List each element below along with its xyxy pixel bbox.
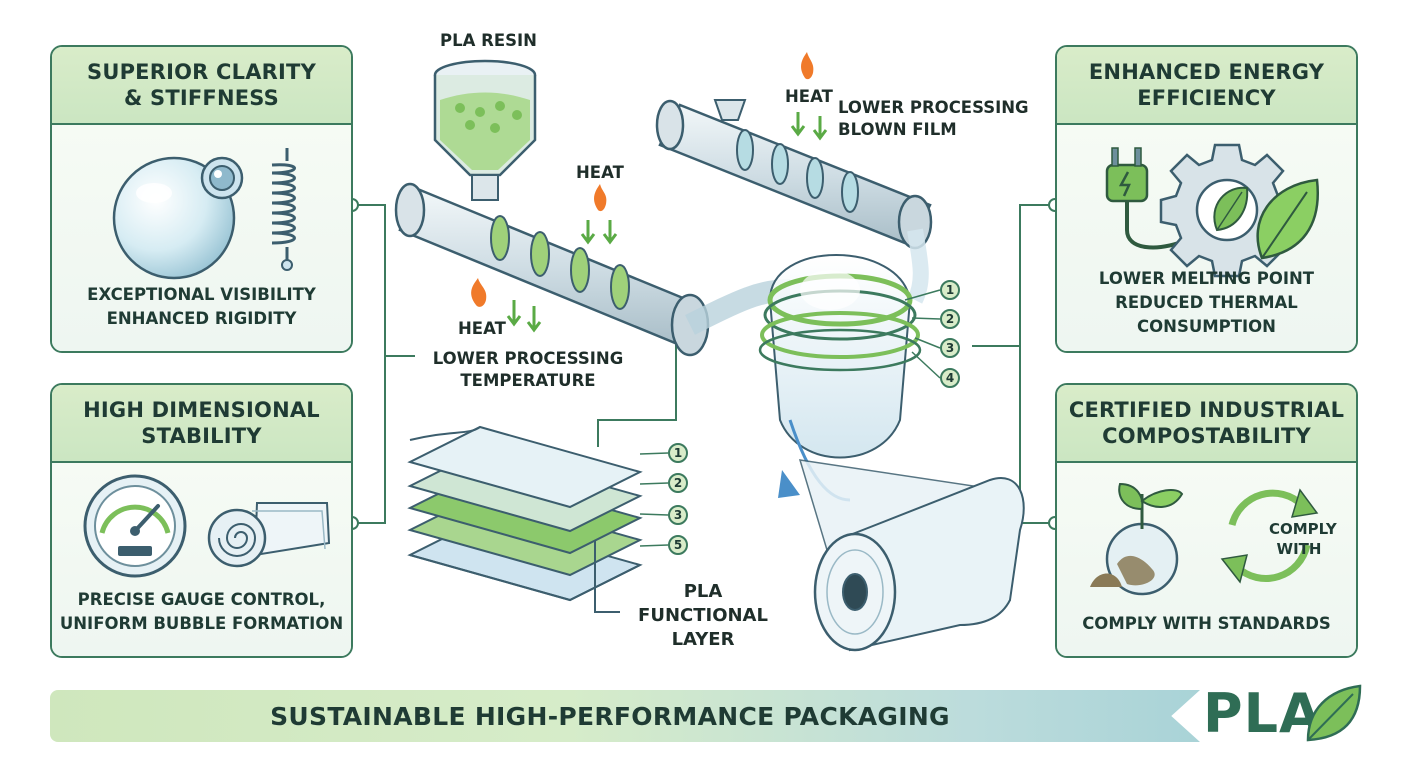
temperature-label: LOWER PROCESSING TEMPERATURE [432, 349, 624, 390]
bubble-callout-1: 1 [940, 280, 960, 300]
sprout-globe-icon [1090, 482, 1184, 596]
panel-stability-title: HIGH DIMENSIONAL STABILITY [83, 398, 320, 448]
brand-logo-text: PLA [1203, 682, 1322, 745]
heat-label-3: HEAT [785, 87, 833, 106]
panel-clarity: SUPERIOR CLARITY & STIFFNESS EXCEPTIONAL… [50, 45, 353, 353]
flame-arrows-2 [471, 278, 542, 333]
heat-label-2: HEAT [458, 319, 506, 338]
bubble-callout-3: 3 [940, 338, 960, 358]
panel-stability: HIGH DIMENSIONAL STABILITY PRECISE GAUGE… [50, 383, 353, 658]
panel-energy-caption: LOWER MELTING POINT REDUCED THERMAL CONS… [1098, 269, 1315, 336]
spring-icon [271, 148, 296, 271]
bubble-callout-2: 2 [940, 309, 960, 329]
bubble-callout-4: 4 [940, 368, 960, 388]
clear-sphere-icon [112, 156, 244, 280]
panel-compost: CERTIFIED INDUSTRIAL COMPOSTABILITY COMP… [1055, 383, 1358, 658]
flame-arrows-1 [580, 184, 618, 245]
panel-clarity-caption: EXCEPTIONAL VISIBILITY ENHANCED RIGIDITY [87, 285, 316, 328]
film-roll-big-icon [813, 477, 1025, 652]
film-roll-icon [207, 502, 331, 568]
hopper-icon [433, 59, 537, 201]
stack-callout-2: 2 [668, 473, 688, 493]
gauge-icon [83, 474, 187, 578]
leaf-icon [1306, 684, 1362, 742]
stack-callout-3: 3 [668, 505, 688, 525]
stack-callout-5: 5 [668, 535, 688, 555]
flame-arrows-3 [790, 52, 828, 141]
stack-callout-1: 1 [668, 443, 688, 463]
panel-compost-caption: COMPLY WITH STANDARDS [1082, 614, 1331, 633]
banner-text: SUSTAINABLE HIGH-PERFORMANCE PACKAGING [270, 701, 950, 731]
panel-energy-title: ENHANCED ENERGY EFFICIENCY [1088, 60, 1325, 110]
blown-bubble-icon [758, 254, 922, 502]
panel-clarity-title: SUPERIOR CLARITY & STIFFNESS [87, 60, 316, 110]
bottom-banner [50, 690, 1200, 742]
panel-stability-caption: PRECISE GAUGE CONTROL, UNIFORM BUBBLE FO… [59, 590, 344, 633]
panel-compost-title: CERTIFIED INDUSTRIAL COMPOSTABILITY [1068, 398, 1345, 448]
functional-layer-label: PLA FUNCTIONAL LAYER [638, 581, 768, 650]
compost-badge-text: COMPLY WITH [1269, 520, 1337, 558]
resin-label: PLA RESIN [440, 31, 537, 50]
layer-stack-icon [407, 425, 643, 602]
panel-energy: ENHANCED ENERGY EFFICIENCY LOWER MELTING… [1055, 45, 1358, 353]
blown-film-label: LOWER PROCESSING BLOWN FILM [838, 98, 1029, 139]
heat-label-1: HEAT [576, 163, 624, 182]
plug-gear-leaf-icon [1105, 143, 1319, 278]
recycle-arrows-icon [1220, 488, 1319, 584]
